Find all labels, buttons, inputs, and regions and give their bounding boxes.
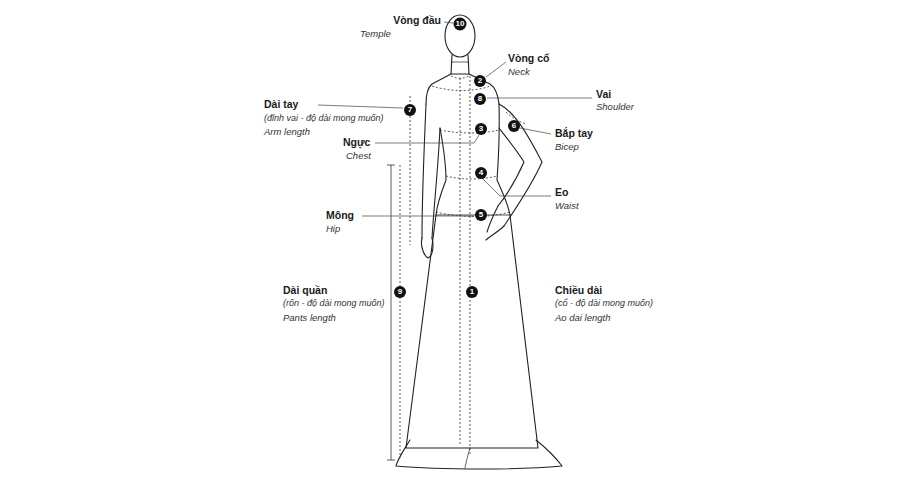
callout-number: 6	[512, 122, 516, 130]
callout-number: 5	[479, 211, 483, 219]
label-text: Temple	[360, 28, 391, 39]
label-text: Bắp tay	[555, 127, 593, 140]
label-text: (cổ - độ dài mong muốn)	[555, 298, 653, 309]
label-text: Dài tay	[264, 98, 298, 111]
label-text: Chest	[346, 150, 371, 161]
label-text: Hip	[326, 223, 340, 234]
label-text: Bicep	[555, 141, 579, 152]
label-text: (đỉnh vai - độ dài mong muốn)	[264, 113, 384, 124]
label-text: Vòng đầu	[393, 14, 441, 27]
callout-number: 3	[479, 125, 483, 133]
callout-number: 8	[478, 95, 482, 103]
label-text: Vòng cổ	[508, 52, 549, 65]
callout-number: 10	[456, 20, 465, 28]
label-text: Eo	[555, 186, 568, 199]
callout-number: 7	[408, 106, 412, 114]
label-text: Shoulder	[596, 101, 634, 112]
callout-number: 2	[478, 77, 482, 85]
label-text: Arm length	[264, 126, 310, 137]
callout-number: 1	[470, 288, 474, 296]
label-text: Neck	[508, 66, 530, 77]
callout-number: 9	[398, 288, 402, 296]
label-text: Pants length	[283, 312, 336, 323]
label-text: Dài quần	[283, 284, 327, 297]
label-text: Ao dai length	[555, 312, 610, 323]
label-text: (rốn - độ dài mong muốn)	[283, 298, 385, 309]
callout-number: 4	[479, 169, 483, 177]
label-text: Mông	[326, 209, 354, 222]
label-text: Waist	[555, 200, 579, 211]
label-text: Chiều dài	[555, 284, 602, 297]
label-text: Ngực	[343, 136, 370, 149]
label-text: Vai	[596, 88, 611, 101]
